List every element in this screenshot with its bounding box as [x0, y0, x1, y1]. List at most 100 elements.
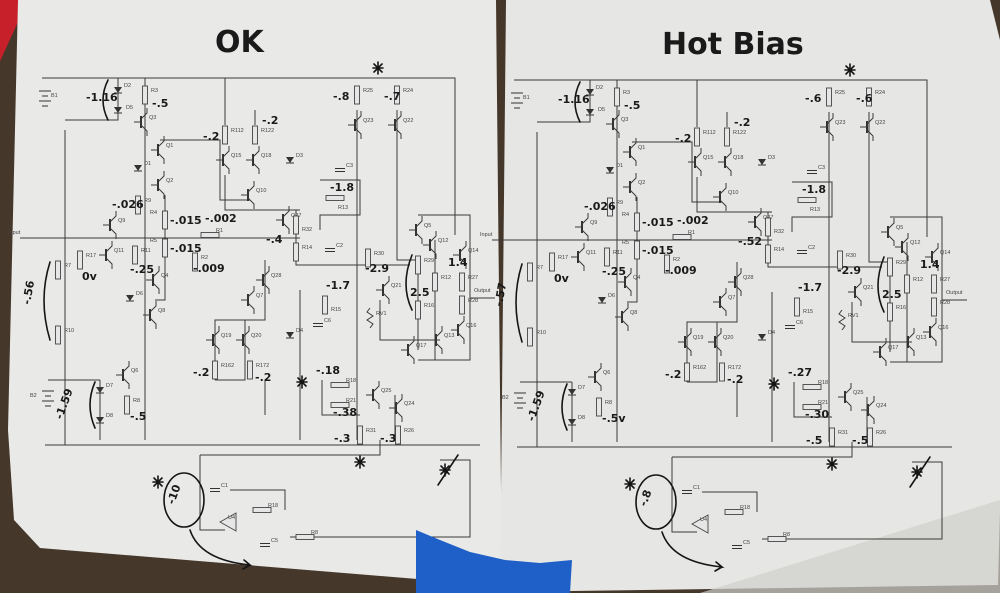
- component-designator: R8: [311, 530, 318, 536]
- component-designator: D2: [596, 85, 603, 91]
- component-designator: D7: [578, 385, 585, 391]
- voltage-annotation: -.2: [255, 371, 271, 384]
- component-dio: D2: [586, 85, 603, 96]
- component-designator: Q8: [630, 310, 637, 316]
- input-label: Input: [8, 230, 21, 236]
- component-q: Q12: [423, 231, 448, 259]
- component-designator: R162: [693, 365, 706, 371]
- wire: [696, 177, 772, 213]
- component-q: Q19: [678, 328, 703, 356]
- asterisk-mark-icon: [152, 475, 164, 489]
- component-q: Q14: [453, 241, 478, 269]
- component-designator: Q10: [256, 188, 266, 194]
- paper-sheet-hot-bias: [500, 0, 1000, 592]
- component-designator: C6: [324, 318, 331, 324]
- component-designator: R18: [740, 505, 750, 511]
- component-q: Q2: [151, 171, 173, 199]
- ink-strikeout: [909, 456, 931, 488]
- voltage-annotation: -.52: [738, 235, 762, 248]
- component-cap: C3: [335, 163, 353, 172]
- component-designator: R29: [424, 258, 434, 264]
- component-designator: Q12: [910, 240, 920, 246]
- wire: [627, 197, 638, 303]
- component-designator: Q13: [444, 333, 454, 339]
- sheet-title: OK: [215, 25, 266, 60]
- component-rv: R25: [826, 87, 845, 107]
- component-rv: R26: [395, 425, 414, 445]
- component-designator: R1: [688, 230, 695, 236]
- component-dio: D6: [126, 291, 143, 302]
- component-designator: R10: [536, 330, 546, 336]
- voltage-annotation: -.5: [130, 410, 146, 423]
- wire: [42, 77, 456, 235]
- component-rv: R112: [694, 127, 716, 147]
- component-rv: R172: [247, 360, 269, 380]
- component-designator: R8: [605, 400, 612, 406]
- component-designator: D3: [296, 153, 303, 159]
- voltage-annotation: -.009: [665, 264, 697, 277]
- component-q: Q4: [146, 266, 168, 294]
- asterisk-mark-icon: [439, 463, 451, 477]
- component-designator: R26: [404, 428, 414, 434]
- component-designator: D5: [598, 107, 605, 113]
- component-rv: R29: [415, 255, 434, 275]
- component-designator: D5: [126, 105, 133, 111]
- component-rv: R24: [394, 85, 413, 105]
- component-q: Q20: [236, 326, 261, 354]
- component-q: Q19: [206, 326, 231, 354]
- component-designator: R162: [221, 363, 234, 369]
- ink-bracket: [515, 263, 523, 343]
- component-designator: Q17: [888, 345, 898, 351]
- schematic-sheet-hot-bias: Hot BiasInputOutputB1D2D5R3Q3Q1D1Q2R9Q9Q…: [480, 27, 967, 572]
- component-q: Q4: [618, 268, 640, 296]
- component-rh: R1: [672, 230, 695, 240]
- component-designator: C2: [808, 245, 815, 251]
- component-designator: R21: [346, 398, 356, 404]
- component-designator: B2: [502, 395, 509, 401]
- component-rh: R18: [802, 380, 828, 390]
- component-designator: R30: [374, 251, 384, 257]
- component-designator: D4: [296, 328, 303, 334]
- component-designator: R26: [876, 430, 886, 436]
- component-q: Q13: [429, 326, 454, 354]
- component-designator: R11: [613, 250, 623, 256]
- component-designator: Q18: [261, 153, 271, 159]
- voltage-annotation: -.18: [316, 364, 340, 377]
- component-designator: Q1: [638, 145, 645, 151]
- wire: [200, 440, 381, 456]
- component-q: Q15: [688, 148, 713, 176]
- voltage-annotation: -1.16: [558, 93, 590, 106]
- component-designator: Q20: [251, 333, 261, 339]
- component-designator: Q19: [693, 335, 703, 341]
- component-rv: R28: [459, 295, 478, 315]
- voltage-annotation: -.6: [856, 92, 873, 105]
- component-designator: B1: [523, 95, 530, 101]
- voltage-annotation: -.38: [333, 406, 357, 419]
- component-designator: Q16: [466, 323, 476, 329]
- component-q: Q3: [606, 110, 628, 138]
- component-designator: R10: [64, 328, 74, 334]
- voltage-annotation: 1.4: [920, 258, 940, 271]
- component-rv: R4: [622, 212, 640, 232]
- voltage-annotation: -.7: [384, 90, 400, 103]
- component-rv: R122: [252, 125, 274, 145]
- voltage-annotation: -1.16: [86, 91, 118, 104]
- component-designator: R7: [536, 265, 543, 271]
- voltage-annotation: -.2: [665, 368, 681, 381]
- component-designator: R9: [616, 200, 623, 206]
- component-designator: R15: [331, 307, 341, 313]
- component-pot: RV1: [838, 309, 859, 331]
- input-label: Input: [480, 232, 493, 238]
- ink-bracket: [574, 81, 581, 123]
- voltage-annotation: -.2: [203, 130, 219, 143]
- component-designator: R13: [810, 207, 820, 213]
- paper-shadow: [700, 500, 1000, 593]
- wire: [418, 214, 471, 361]
- component-designator: D8: [106, 413, 113, 419]
- component-dio: D5: [586, 107, 605, 116]
- component-designator: RV1: [848, 313, 859, 319]
- component-designator: Q9: [590, 220, 597, 226]
- component-designator: D3: [768, 155, 775, 161]
- voltage-annotation: -1.7: [326, 279, 350, 292]
